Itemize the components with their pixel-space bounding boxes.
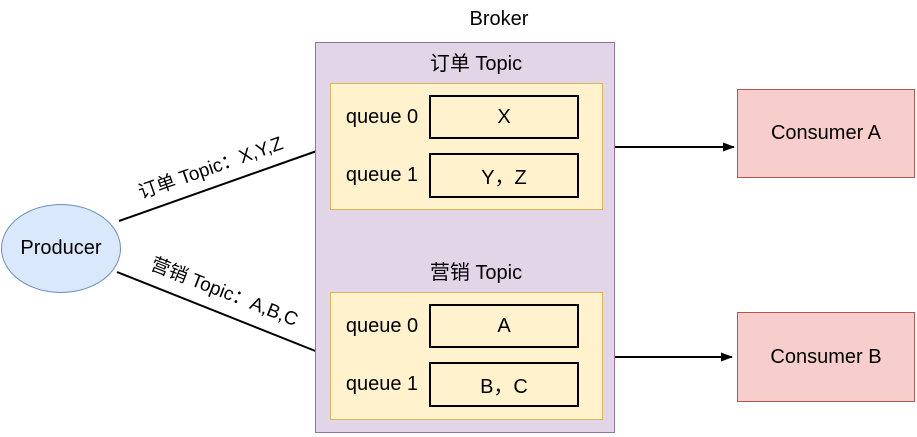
queue-messages-box: B，C	[429, 362, 579, 407]
consumer-b-label: Consumer B	[770, 345, 882, 368]
consumer-b-node: Consumer B	[737, 312, 915, 402]
consumer-a-label: Consumer A	[770, 122, 882, 144]
consumer-a-node: Consumer A	[737, 89, 915, 178]
producer-label: Producer	[20, 237, 102, 259]
queue-label: queue 1	[345, 373, 419, 395]
producer-node: Producer	[1, 204, 121, 293]
topic-title-order: 订单 Topic	[429, 53, 523, 75]
queue-messages-box: A	[429, 304, 579, 348]
queue-label: queue 0	[345, 315, 419, 337]
edge-label-order-topic: 订单 Topic：X,Y,Z	[135, 133, 286, 204]
queue-messages-box: Y，Z	[429, 153, 579, 198]
topic-title-marketing: 营销 Topic	[429, 262, 523, 284]
edge-label-marketing-topic: 营销 Topic：A,B,C	[147, 254, 301, 331]
queue-messages-box: X	[429, 95, 579, 139]
topic-box-marketing: queue 0 A queue 1 B，C	[330, 292, 603, 420]
topic-box-order: queue 0 X queue 1 Y，Z	[330, 83, 603, 210]
queue-label: queue 0	[345, 106, 419, 128]
queue-label: queue 1	[345, 164, 419, 186]
broker-label: Broker	[469, 8, 529, 30]
